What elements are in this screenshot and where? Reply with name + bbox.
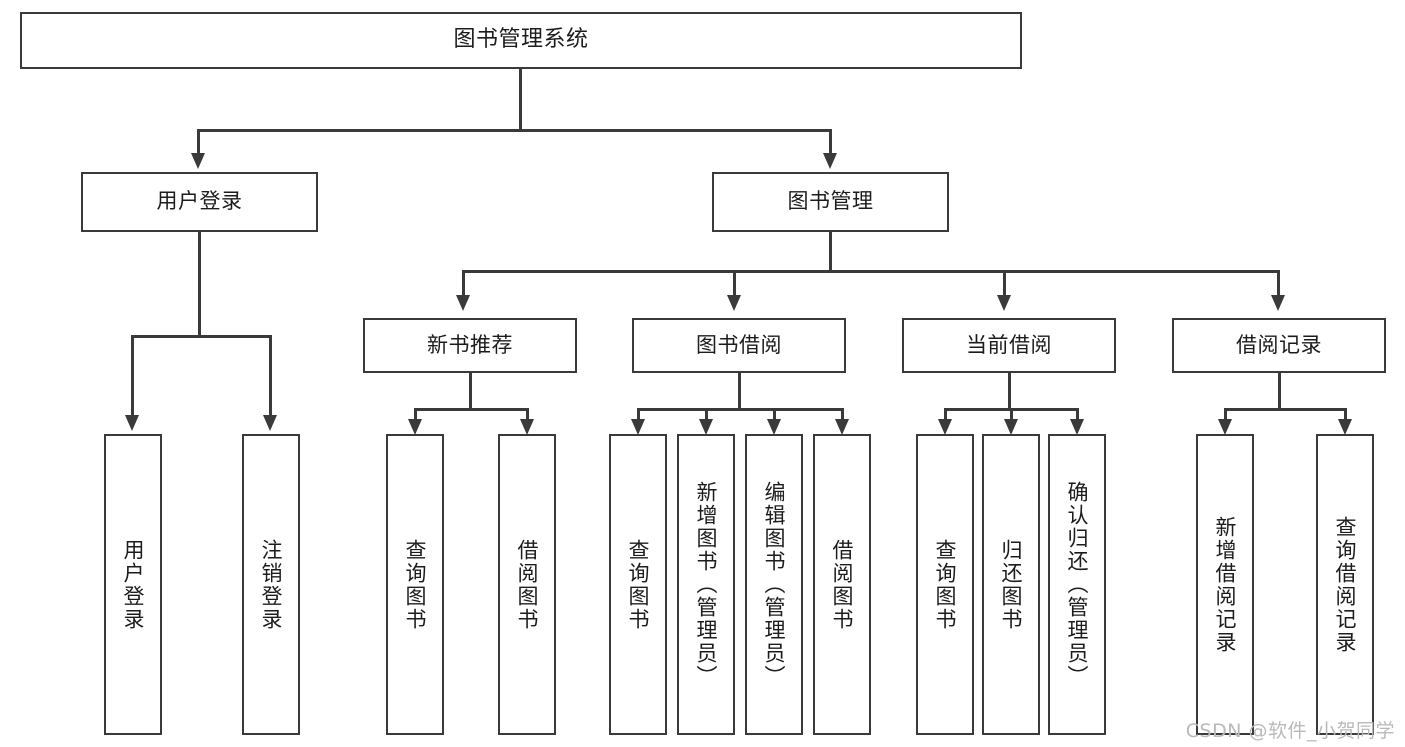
leaf-edit-book[interactable]: 编辑图书（管理员）: [745, 434, 803, 735]
connector-to-new-book-recommend: [462, 270, 465, 300]
arrowhead-icon: [456, 295, 470, 311]
leaf-query-book-2[interactable]: 查询图书: [609, 434, 667, 735]
node-label: 当前借阅: [966, 332, 1052, 357]
connector-branch: [1224, 408, 1227, 422]
leaf-confirm-return[interactable]: 确认归还（管理员）: [1048, 434, 1106, 735]
connector-branch: [841, 408, 844, 422]
node-new-book-recommend[interactable]: 新书推荐: [363, 318, 577, 373]
connector-book-borrow-bus: [637, 408, 843, 411]
connector-branch: [773, 408, 776, 422]
connector-root-to-book-manage: [829, 129, 832, 159]
leaf-return-book[interactable]: 归还图书: [982, 434, 1040, 735]
connector-user-login-bus: [131, 335, 269, 338]
arrowhead-icon: [699, 419, 713, 435]
arrowhead-icon: [938, 419, 952, 435]
leaf-label: 查询图书: [626, 538, 651, 631]
leaf-query-record[interactable]: 查询借阅记录: [1316, 434, 1374, 735]
arrowhead-icon: [191, 153, 205, 169]
connector-borrow-record-bus: [1224, 408, 1344, 411]
leaf-add-book[interactable]: 新增图书（管理员）: [677, 434, 735, 735]
leaf-label: 借阅图书: [830, 538, 855, 631]
node-label: 用户登录: [156, 189, 243, 214]
leaf-label: 查询图书: [933, 538, 958, 631]
arrowhead-icon: [520, 419, 534, 435]
node-root-system[interactable]: 图书管理系统: [20, 12, 1022, 69]
leaf-label: 查询借阅记录: [1333, 515, 1358, 654]
connector-branch: [944, 408, 947, 422]
connector-user-login-stem: [198, 232, 201, 337]
leaf-label: 用户登录: [121, 538, 146, 631]
arrowhead-icon: [727, 295, 741, 311]
leaf-query-book-1[interactable]: 查询图书: [386, 434, 444, 735]
leaf-label: 编辑图书（管理员）: [762, 481, 787, 688]
connector-root-to-user-login: [197, 129, 200, 159]
leaf-label: 确认归还（管理员）: [1065, 481, 1090, 688]
node-label: 图书借阅: [696, 332, 782, 357]
connector-to-current-borrow: [1003, 270, 1006, 300]
connector-branch: [1344, 408, 1347, 422]
arrowhead-icon: [1004, 419, 1018, 435]
arrowhead-icon: [1271, 295, 1285, 311]
connector-branch: [637, 408, 640, 422]
leaf-label: 新增图书（管理员）: [694, 481, 719, 688]
connector-branch: [1076, 408, 1079, 422]
node-user-login[interactable]: 用户登录: [81, 172, 318, 232]
connector-book-manage-bus: [462, 270, 1277, 273]
leaf-user-logout[interactable]: 注销登录: [242, 434, 300, 735]
leaf-label: 借阅图书: [515, 538, 540, 631]
node-label: 图书管理: [787, 189, 874, 214]
node-book-borrow[interactable]: 图书借阅: [632, 318, 846, 373]
arrowhead-icon: [767, 419, 781, 435]
node-label: 新书推荐: [427, 332, 513, 357]
leaf-label: 归还图书: [999, 538, 1024, 631]
connector-new-book-recommend-stem: [469, 373, 472, 410]
connector-to-leaf-user-logout: [269, 335, 272, 420]
connector-new-book-recommend-bus: [414, 408, 526, 411]
leaf-borrow-book-1[interactable]: 借阅图书: [498, 434, 556, 735]
arrowhead-icon: [631, 419, 645, 435]
node-label: 图书管理系统: [453, 27, 589, 53]
leaf-user-login[interactable]: 用户登录: [104, 434, 162, 735]
leaf-query-book-3[interactable]: 查询图书: [916, 434, 974, 735]
connector-book-borrow-stem: [738, 373, 741, 410]
connector-branch: [705, 408, 708, 422]
connector-current-borrow-stem: [1008, 373, 1011, 410]
arrowhead-icon: [835, 419, 849, 435]
arrowhead-icon: [1338, 419, 1352, 435]
connector-to-borrow-record: [1277, 270, 1280, 300]
connector-root-stem: [519, 69, 522, 131]
leaf-label: 注销登录: [259, 538, 284, 631]
connector-borrow-record-stem: [1278, 373, 1281, 410]
watermark-text: CSDN @软件_小贺同学: [1185, 720, 1395, 742]
leaf-borrow-book-2[interactable]: 借阅图书: [813, 434, 871, 735]
arrowhead-icon: [125, 415, 139, 431]
arrowhead-icon: [1070, 419, 1084, 435]
arrowhead-icon: [823, 153, 837, 169]
node-borrow-record[interactable]: 借阅记录: [1172, 318, 1386, 373]
arrowhead-icon: [1218, 419, 1232, 435]
connector-branch: [414, 408, 417, 422]
connector-branch: [1010, 408, 1013, 422]
connector-branch: [526, 408, 529, 422]
leaf-add-record[interactable]: 新增借阅记录: [1196, 434, 1254, 735]
connector-root-bus: [197, 129, 831, 132]
arrowhead-icon: [408, 419, 422, 435]
connector-book-manage-stem: [829, 232, 832, 272]
node-label: 借阅记录: [1236, 332, 1322, 357]
node-current-borrow[interactable]: 当前借阅: [902, 318, 1116, 373]
connector-to-leaf-user-login: [131, 335, 134, 420]
connector-to-book-borrow: [733, 270, 736, 300]
leaf-label: 查询图书: [403, 538, 428, 631]
node-book-manage[interactable]: 图书管理: [712, 172, 949, 232]
arrowhead-icon: [263, 415, 277, 431]
arrowhead-icon: [997, 295, 1011, 311]
leaf-label: 新增借阅记录: [1213, 515, 1238, 654]
